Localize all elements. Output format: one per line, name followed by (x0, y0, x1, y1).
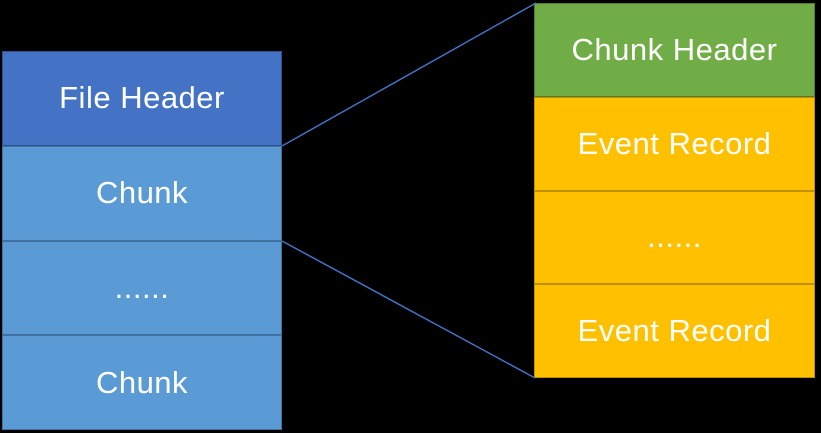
event-record-box-1: Event Record (534, 96, 815, 191)
event-record-ellipsis-box: ...... (534, 190, 815, 285)
file-header-box: File Header (2, 51, 282, 146)
chunk-stack: Chunk Header Event Record ...... Event R… (534, 3, 815, 378)
file-stack: File Header Chunk ...... Chunk (2, 51, 282, 430)
chunk-box-1: Chunk (2, 145, 282, 241)
chunk-header-box: Chunk Header (534, 3, 815, 97)
chunk-box-2: Chunk (2, 335, 282, 430)
connector-line-top (281, 2, 537, 147)
event-record-box-2: Event Record (534, 284, 815, 378)
connector-line-bottom (281, 240, 536, 379)
chunk-ellipsis-box: ...... (2, 240, 282, 336)
